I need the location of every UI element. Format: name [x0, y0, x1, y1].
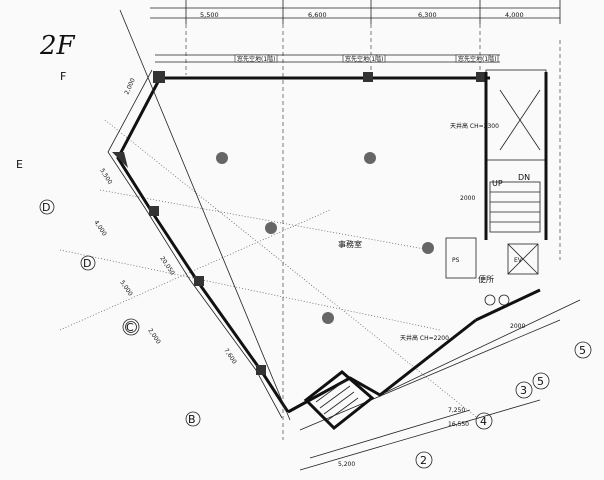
window-tag-2: 窓先空地(1階) — [345, 55, 384, 63]
office-ceiling-note: 天井高 CH=2200 — [400, 334, 449, 342]
floor-label: 2F — [39, 31, 76, 61]
grid-bubble-4: 4 — [475, 412, 493, 430]
window-tag-1: 窓先空地(1階) — [237, 55, 276, 63]
grid-bubble-d2: D — [80, 255, 96, 271]
grid-number-2: 2 — [420, 454, 427, 467]
grid-letter-c: C — [126, 321, 134, 334]
grid-letter-f: F — [60, 70, 66, 83]
columns — [112, 71, 486, 375]
grid-letter-e: E — [16, 158, 23, 171]
top-dim-3: 6,300 — [418, 11, 437, 19]
lower-stair — [303, 370, 375, 431]
core-stair-dim: 2000 — [460, 195, 475, 202]
office-outline — [107, 9, 581, 431]
core-dn-label: DN — [518, 173, 530, 182]
grid-bubble-5a: 5 — [532, 372, 550, 390]
core-area: DN UP 天井高 CH=2300 2000 EV PS 便所 2000 — [445, 69, 548, 330]
elevator-label: EV — [514, 257, 523, 264]
core-ceiling-note: 天井高 CH=2300 — [450, 122, 499, 130]
grid-bubble-d1: D — [39, 199, 55, 215]
office-room-label: 事務室 — [338, 239, 362, 249]
bottom-dim-1: 5,200 — [338, 461, 355, 468]
grid-number-4: 4 — [480, 415, 487, 428]
grid-letter-d1: D — [42, 201, 50, 214]
top-dim-2: 6,600 — [308, 11, 327, 19]
top-dimension-band: 5,500 6,600 6,300 4,000 — [150, 0, 561, 24]
bottom-dim-2: 16,550 — [448, 421, 469, 428]
bottom-dimension-chain: 5,200 16,550 7,250 — [299, 399, 541, 471]
window-tag-3: 窓先空地(1階) — [458, 55, 497, 63]
core-toilet-dim: 2000 — [510, 323, 525, 330]
top-dim-1: 5,500 — [200, 11, 219, 19]
grid-bubble-5b: 5 — [574, 341, 592, 359]
grid-number-3: 3 — [520, 384, 527, 397]
top-dim-4: 4,000 — [505, 11, 524, 19]
grid-letter-b: B — [188, 413, 196, 426]
grid-bubble-2: 2 — [415, 451, 433, 469]
grid-bubble-c: C — [122, 318, 140, 336]
bottom-dim-3: 7,250 — [448, 407, 465, 414]
grid-number-5b: 5 — [579, 344, 586, 357]
toilet-label: 便所 — [478, 274, 494, 284]
core-up-label: UP — [492, 179, 503, 188]
north-wall: 窓先空地(1階) 窓先空地(1階) 窓先空地(1階) — [155, 54, 500, 80]
grid-bubble-b: B — [185, 411, 201, 427]
grid-lines — [59, 24, 481, 440]
grid-number-5a: 5 — [537, 375, 544, 388]
grid-bubble-3: 3 — [515, 381, 533, 399]
pipe-space-label: PS — [452, 257, 460, 264]
grid-letter-d2: D — [83, 257, 91, 270]
